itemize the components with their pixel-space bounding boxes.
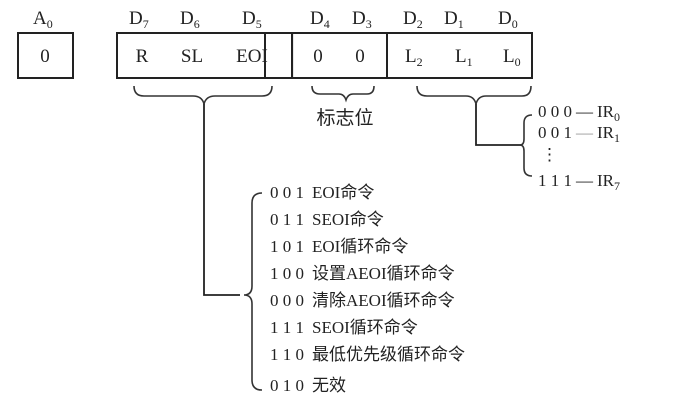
bit-header-d7: D7 xyxy=(129,8,149,31)
bit-header-d1: D1 xyxy=(444,8,464,31)
a0-header: A0 xyxy=(33,8,53,31)
brace-ir-list xyxy=(519,114,533,177)
register-fields-right xyxy=(265,32,533,79)
bit-value-r: R xyxy=(136,46,149,67)
connector-control-to-commands xyxy=(203,104,240,296)
connector-level-to-ir xyxy=(475,104,522,146)
bit-value-sl: SL xyxy=(181,46,203,67)
bit-value-l1: L1 xyxy=(455,46,473,69)
ir-map-row-0: 0 0 0—IR0 xyxy=(538,102,620,124)
a0-cell xyxy=(17,32,74,79)
brace-flag-bits xyxy=(311,85,375,103)
bit-value-eoi: EOI xyxy=(236,46,268,67)
bit-value-d3: 0 xyxy=(355,46,365,67)
bit-header-d6: D6 xyxy=(180,8,200,31)
ir-map-row-7: 1 1 1—IR7 xyxy=(538,171,620,193)
bit-header-d3: D3 xyxy=(352,8,372,31)
brace-control-bits xyxy=(133,85,273,105)
bit-header-d0: D0 xyxy=(498,8,518,31)
bit-header-d5: D5 xyxy=(242,8,262,31)
bit-header-d2: D2 xyxy=(403,8,423,31)
bit-value-l2: L2 xyxy=(405,46,423,69)
register-field-control xyxy=(116,32,266,79)
ir-ellipsis: ⋮ xyxy=(541,145,558,164)
bit-value-l0: L0 xyxy=(503,46,521,69)
bit-value-d4: 0 xyxy=(313,46,323,67)
ir-map-row-1: 0 0 1—IR1 xyxy=(538,123,620,145)
brace-command-list xyxy=(243,192,263,391)
brace-level-bits xyxy=(416,85,532,105)
bit-header-d4: D4 xyxy=(310,8,330,31)
a0-value: 0 xyxy=(40,46,50,67)
flag-label: 标志位 xyxy=(316,107,373,129)
